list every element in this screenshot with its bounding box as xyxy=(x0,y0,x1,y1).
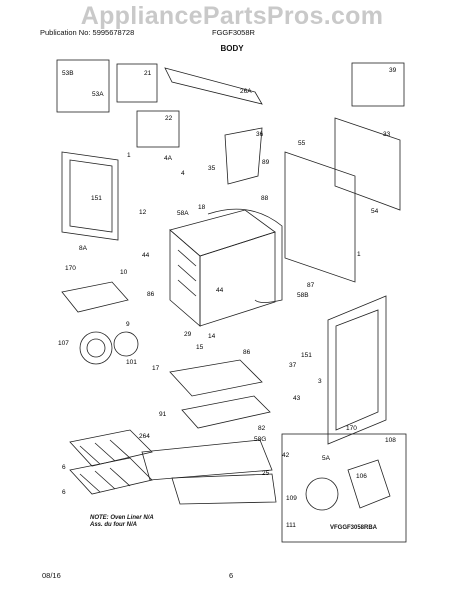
page-number: 6 xyxy=(229,571,234,580)
callout-101: 101 xyxy=(126,359,137,366)
footer-date: 08/16 xyxy=(42,571,61,580)
callout-9: 9 xyxy=(126,321,130,328)
callout-55: 55 xyxy=(298,140,306,147)
callout-29: 29 xyxy=(184,331,192,338)
callout-1: 1 xyxy=(127,152,131,159)
callout-25: 25 xyxy=(262,470,270,477)
callout-14: 14 xyxy=(208,333,216,340)
callout-43: 43 xyxy=(293,395,301,402)
callout-54: 54 xyxy=(371,208,379,215)
callout-26a: 26A xyxy=(240,88,252,95)
callout-39: 39 xyxy=(389,67,397,74)
callout-107: 107 xyxy=(58,340,69,347)
callout-22: 22 xyxy=(165,115,173,122)
callout-4a: 4A xyxy=(164,155,173,162)
callout-4: 4 xyxy=(181,170,185,177)
oven-rack-upper xyxy=(69,429,153,467)
callout-35: 35 xyxy=(208,165,216,172)
callout-151b: 151 xyxy=(301,352,312,359)
fan-blade-109 xyxy=(305,477,339,511)
callout-53b: 53B xyxy=(62,70,74,77)
callout-15: 15 xyxy=(196,344,204,351)
side-panel-left-inner xyxy=(69,159,113,233)
diagram-code: VFGGF3058RBA xyxy=(330,525,378,531)
publication-number: Publication No: 5995678728 xyxy=(40,28,135,37)
callout-89: 89 xyxy=(262,159,270,166)
callout-21: 21 xyxy=(144,70,152,77)
oven-left-side xyxy=(169,229,201,327)
drawer-top xyxy=(169,359,263,397)
oven-front xyxy=(199,231,276,327)
inset-box-convection xyxy=(281,433,407,543)
callout-42: 42 xyxy=(282,452,290,459)
gasket-101 xyxy=(113,331,139,357)
callout-86b: 86 xyxy=(243,349,251,356)
callout-10: 10 xyxy=(120,269,128,276)
callout-8a: 8A xyxy=(79,245,88,252)
section-title: BODY xyxy=(220,44,244,53)
callout-18: 18 xyxy=(198,204,206,211)
callout-5a: 5A xyxy=(322,455,331,462)
inset-box-21 xyxy=(116,63,158,103)
callout-58g: 58G xyxy=(254,436,266,443)
callout-12: 12 xyxy=(139,209,147,216)
model-number: FGGF3058R xyxy=(212,28,255,37)
callout-151: 151 xyxy=(91,195,102,202)
callout-58b: 58B xyxy=(297,292,309,299)
callout-44: 44 xyxy=(142,252,150,259)
callout-170: 170 xyxy=(65,265,76,272)
motor-108 xyxy=(347,459,391,509)
callout-3: 3 xyxy=(318,378,322,385)
callout-86: 86 xyxy=(147,291,155,298)
broiler-pan xyxy=(61,281,129,313)
callout-33: 33 xyxy=(383,131,391,138)
callout-91: 91 xyxy=(159,411,167,418)
inset-box-53 xyxy=(56,59,110,113)
inset-box-22 xyxy=(136,110,180,148)
callout-6a: 6 xyxy=(62,464,66,471)
bottom-panel-42 xyxy=(141,439,273,481)
callout-37: 37 xyxy=(289,362,297,369)
vent-duct xyxy=(224,127,263,185)
callout-44b: 44 xyxy=(216,287,224,294)
callout-109: 109 xyxy=(286,495,297,502)
rear-panel xyxy=(284,151,356,283)
drawer-body xyxy=(181,395,271,429)
bottom-panel-25 xyxy=(171,473,277,505)
oven-door xyxy=(327,295,387,445)
note-line-2: Ass. du four N/A xyxy=(90,522,138,528)
watermark: AppliancePartsPros.com xyxy=(80,2,384,30)
side-panel-left xyxy=(61,151,119,241)
callout-111: 111 xyxy=(286,522,296,529)
oven-rack-lower xyxy=(69,457,153,495)
callout-6b: 6 xyxy=(62,489,66,496)
callout-87: 87 xyxy=(307,282,315,289)
insulation-blanket xyxy=(207,208,283,303)
side-panel-right xyxy=(334,117,401,211)
callout-264: 264 xyxy=(139,433,150,440)
callout-53a: 53A xyxy=(92,91,104,98)
callout-17: 17 xyxy=(152,365,160,372)
callout-58a: 58A xyxy=(177,210,189,217)
callout-36: 36 xyxy=(256,131,264,138)
oven-liner-note: NOTE: Oven Liner N/A Ass. du four N/A xyxy=(90,515,154,529)
callout-170b: 170 xyxy=(346,425,357,432)
fan-107 xyxy=(79,331,113,365)
callout-88: 88 xyxy=(261,195,269,202)
bracket-26a xyxy=(164,67,263,105)
callout-82: 82 xyxy=(258,425,266,432)
callout-1b: 1 xyxy=(357,251,361,258)
callout-106: 106 xyxy=(356,473,367,480)
callout-108: 108 xyxy=(385,437,396,444)
note-line-1: NOTE: Oven Liner N/A xyxy=(90,515,154,521)
inset-box-39 xyxy=(351,62,405,107)
